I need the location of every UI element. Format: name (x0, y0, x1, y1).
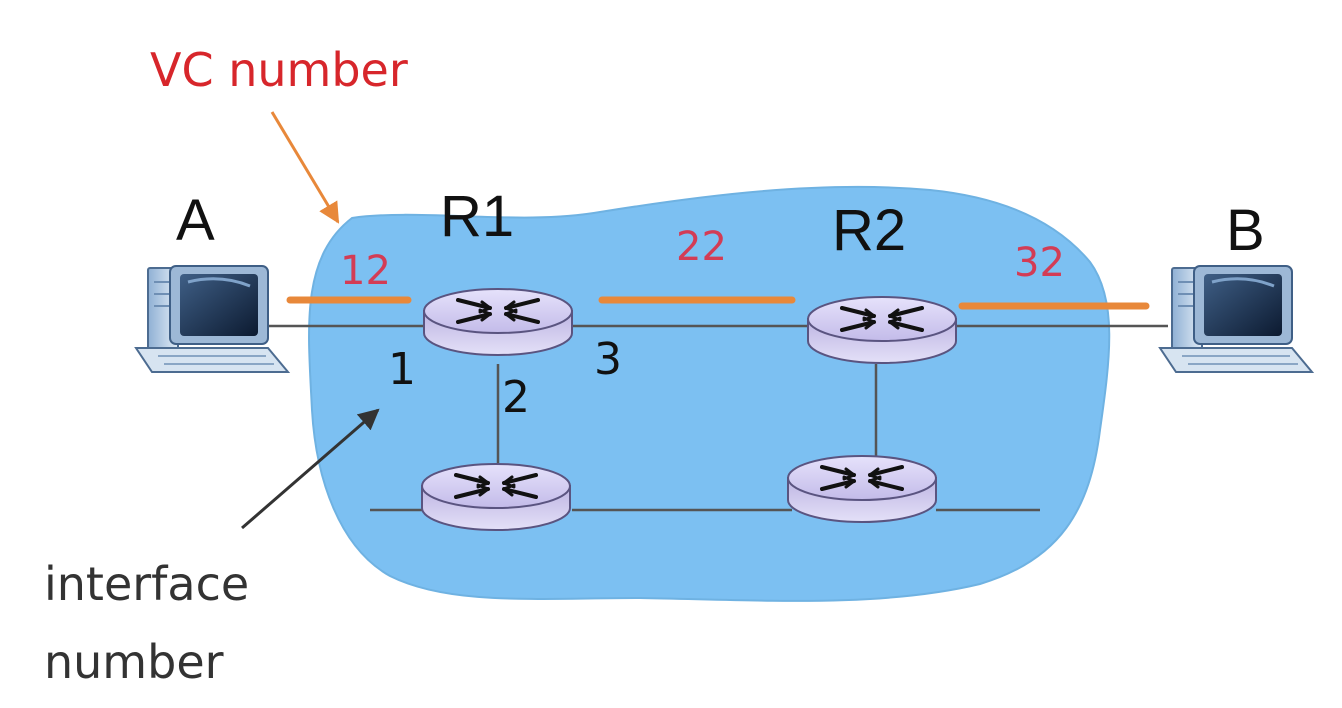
router-r2 (806, 295, 958, 365)
vc-number-r1-r2: 22 (676, 224, 727, 270)
vc-callout-arrow (270, 111, 340, 224)
vc-number-a-r1: 12 (340, 248, 391, 294)
interface-number-3: 3 (594, 334, 622, 385)
interface-number-callout-line1: interface (44, 557, 249, 611)
interface-callout-arrow (241, 408, 380, 530)
vc-number-r2-b: 32 (1014, 240, 1065, 286)
interface-number-callout-line2: number (44, 635, 224, 689)
router-r2-label: R2 (832, 198, 906, 263)
router-r1-label: R1 (440, 184, 514, 249)
vc-path (286, 296, 1150, 310)
host-b-label: B (1226, 198, 1265, 263)
router-bottom-left (420, 462, 572, 532)
router-icon (786, 454, 938, 524)
router-icon (806, 295, 958, 365)
desktop-computer-icon (1158, 264, 1314, 374)
physical-links (268, 324, 1168, 512)
router-r1 (422, 287, 574, 357)
interface-number-1: 1 (388, 344, 416, 395)
desktop-computer-icon (134, 264, 290, 374)
host-a-label: A (176, 188, 215, 253)
interface-number-2: 2 (502, 372, 530, 423)
router-bottom-right (786, 454, 938, 524)
host-b (1158, 264, 1314, 374)
vc-number-callout: VC number (150, 43, 408, 97)
host-a (134, 264, 290, 374)
router-icon (422, 287, 574, 357)
router-icon (420, 462, 572, 532)
